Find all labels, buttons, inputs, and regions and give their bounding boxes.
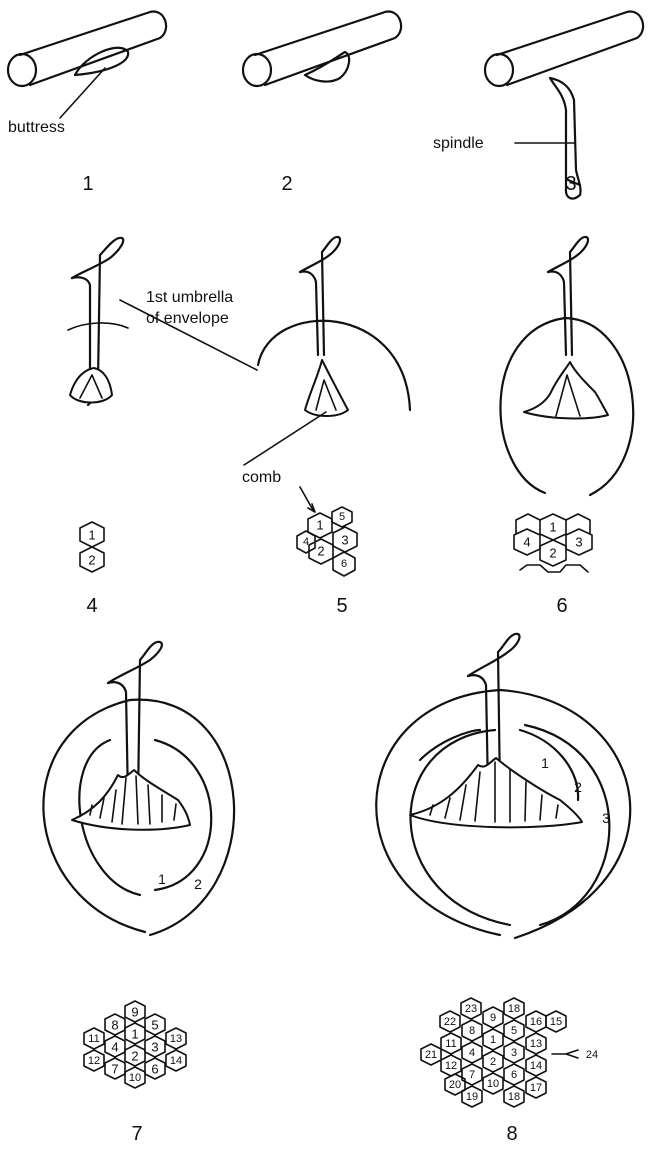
envelope-number: 2 (194, 876, 202, 892)
comb-cell: 14 (530, 1060, 542, 1072)
comb-cell: 16 (530, 1016, 542, 1028)
stage-3-drawing (485, 12, 643, 199)
comb-cell: 12 (445, 1060, 457, 1072)
comb-cell: 12 (88, 1055, 100, 1067)
comb-cell: 22 (444, 1016, 456, 1028)
comb-cell: 1 (88, 528, 95, 543)
comb-cell: 13 (530, 1038, 542, 1050)
stage-number-5: 5 (336, 595, 347, 617)
comb-cell: 14 (170, 1055, 182, 1067)
comb-cell: 24 (586, 1049, 598, 1061)
comb-cell: 23 (465, 1003, 477, 1015)
comb-cell: 3 (151, 1040, 158, 1055)
comb-cell: 4 (523, 535, 530, 550)
comb-cell: 19 (466, 1091, 478, 1103)
comb-cell: 3 (341, 533, 348, 548)
comb-cell: 5 (511, 1025, 517, 1037)
comb-cell: 1 (490, 1034, 496, 1046)
stage-7-drawing (43, 642, 234, 935)
umbrella-label-line1: 1st umbrella (146, 289, 233, 306)
comb-cell: 2 (490, 1056, 496, 1068)
comb-cell: 11 (445, 1038, 456, 1050)
comb-cell: 13 (170, 1033, 182, 1045)
comb-cell: 17 (530, 1082, 542, 1094)
comb-cell: 9 (490, 1012, 496, 1024)
comb-cell: 5 (151, 1018, 158, 1033)
comb-label: comb (242, 469, 281, 486)
stage-6-drawing (500, 237, 633, 495)
stage-2-drawing (243, 12, 401, 86)
comb-cell: 6 (341, 558, 347, 570)
envelope-number: 1 (541, 755, 549, 771)
stage-1-drawing (8, 12, 166, 118)
comb-cell: 7 (469, 1069, 475, 1081)
comb-cell: 8 (111, 1018, 118, 1033)
umbrella-label-line2: of envelope (146, 310, 229, 327)
comb-cell: 7 (111, 1062, 118, 1077)
spindle-label: spindle (433, 135, 484, 152)
comb-cell: 2 (549, 546, 556, 561)
comb-cell: 1 (549, 520, 556, 535)
stage-number-4: 4 (86, 595, 97, 617)
stage-4-drawing (68, 238, 128, 405)
stage-6-comb-cells: 1 4 2 3 (514, 514, 592, 572)
comb-cell: 2 (131, 1049, 138, 1064)
comb-cell: 10 (487, 1078, 499, 1090)
stage-number-2: 2 (281, 173, 292, 195)
envelope-number: 1 (158, 871, 166, 887)
stage-8-drawing (376, 634, 630, 938)
envelope-number: 2 (574, 779, 582, 795)
envelope-number: 3 (602, 810, 610, 826)
comb-cell: 6 (511, 1069, 517, 1081)
stage-number-7: 7 (131, 1123, 142, 1145)
stage-number-6: 6 (556, 595, 567, 617)
comb-cell: 2 (88, 553, 95, 568)
comb-cell: 5 (339, 511, 345, 523)
stage-number-3: 3 (565, 173, 576, 195)
stage-7-comb-cells: 9 8 5 11 4 1 13 12 2 3 7 14 10 6 (84, 1001, 186, 1088)
stage-number-8: 8 (506, 1123, 517, 1145)
comb-cell: 4 (111, 1040, 118, 1055)
comb-cell: 6 (151, 1062, 158, 1077)
comb-cell: 8 (469, 1025, 475, 1037)
comb-cell: 18 (508, 1091, 520, 1103)
comb-cell: 4 (469, 1047, 475, 1059)
comb-cell: 4 (303, 536, 309, 548)
comb-cell: 15 (550, 1016, 562, 1028)
comb-cell: 20 (449, 1079, 461, 1091)
comb-cell: 21 (425, 1049, 437, 1061)
stage-number-1: 1 (82, 173, 93, 195)
comb-cell: 3 (511, 1047, 517, 1059)
comb-cell: 11 (88, 1033, 99, 1045)
comb-cell: 1 (316, 518, 323, 533)
stage-4-comb-cells: 1 2 (80, 522, 104, 572)
buttress-label: buttress (8, 119, 65, 136)
stage-8-comb-cells: 23 18 22 9 8 5 16 11 1 13 21 4 3 12 2 14… (421, 998, 598, 1107)
comb-cell: 3 (575, 535, 582, 550)
comb-cell: 9 (131, 1005, 138, 1020)
comb-cell: 1 (131, 1027, 138, 1042)
stage-5-comb-cells: 1 5 4 3 2 6 (297, 507, 357, 576)
comb-cell: 10 (129, 1072, 141, 1084)
comb-cell: 18 (508, 1003, 520, 1015)
comb-cell: 2 (317, 544, 324, 559)
